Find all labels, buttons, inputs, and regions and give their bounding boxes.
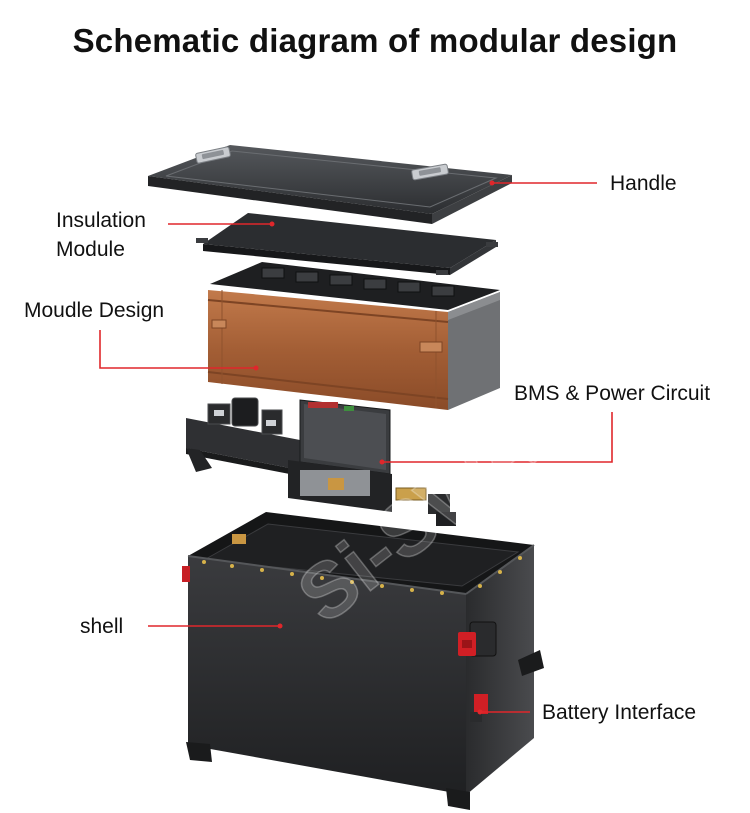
- label-battery-interface: Battery Interface: [542, 701, 697, 724]
- bms-board: [186, 397, 456, 526]
- lid-cover: [148, 145, 512, 224]
- label-shell: shell: [80, 615, 124, 638]
- label-bms: BMS & Power Circuit: [514, 382, 711, 405]
- insulation-plate: [196, 213, 498, 275]
- leader-line-module-design: [99, 330, 256, 369]
- page-title: Schematic diagram of modular design: [72, 22, 678, 59]
- handle-icon: [411, 163, 449, 181]
- label-insulation-line1: Insulation: [56, 209, 146, 232]
- battery-interface-terminal: [458, 621, 497, 722]
- shell-case: [182, 512, 544, 810]
- label-handle: Handle: [610, 172, 677, 195]
- leader-line-bms: [382, 412, 613, 463]
- label-insulation-line2: Module: [56, 238, 125, 261]
- handle-icon: [195, 146, 231, 164]
- cell-module: [207, 262, 500, 410]
- label-module-design: Moudle Design: [24, 299, 165, 322]
